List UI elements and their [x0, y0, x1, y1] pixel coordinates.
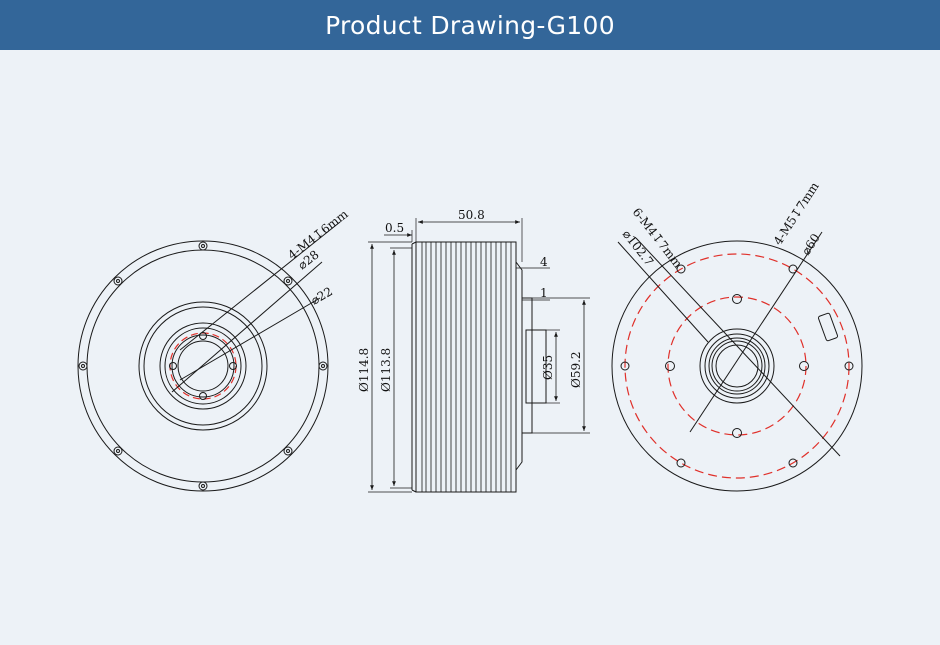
side-dim-4: 4 — [540, 255, 548, 269]
side-dia-flange: Ø59.2 — [569, 351, 583, 388]
side-dim-length: 50.8 — [458, 208, 485, 222]
front-bolt-callout: 4-M4↧6mm — [285, 207, 351, 263]
side-dia-outer: Ø114.8 — [357, 348, 371, 392]
side-dim-step: 0.5 — [385, 221, 404, 235]
rear-view — [611, 231, 863, 492]
rear-pcd-inner: ⌀60 — [799, 231, 823, 257]
side-dia-shaft: Ø35 — [541, 355, 555, 380]
page-header: Product Drawing-G100 — [0, 0, 940, 50]
rear-pitch-circles — [624, 253, 850, 479]
page-title: Product Drawing-G100 — [325, 10, 615, 40]
side-view — [368, 218, 590, 493]
side-dia-inner: Ø113.8 — [379, 348, 393, 392]
side-dim-1: 1 — [540, 286, 548, 300]
front-dim-hub: ⌀22 — [309, 284, 335, 307]
front-rim-holes — [78, 241, 328, 491]
product-drawing: 4-M4↧6mm ⌀28 ⌀22 — [77, 179, 863, 493]
side-fins — [421, 242, 512, 492]
front-view — [77, 221, 341, 492]
